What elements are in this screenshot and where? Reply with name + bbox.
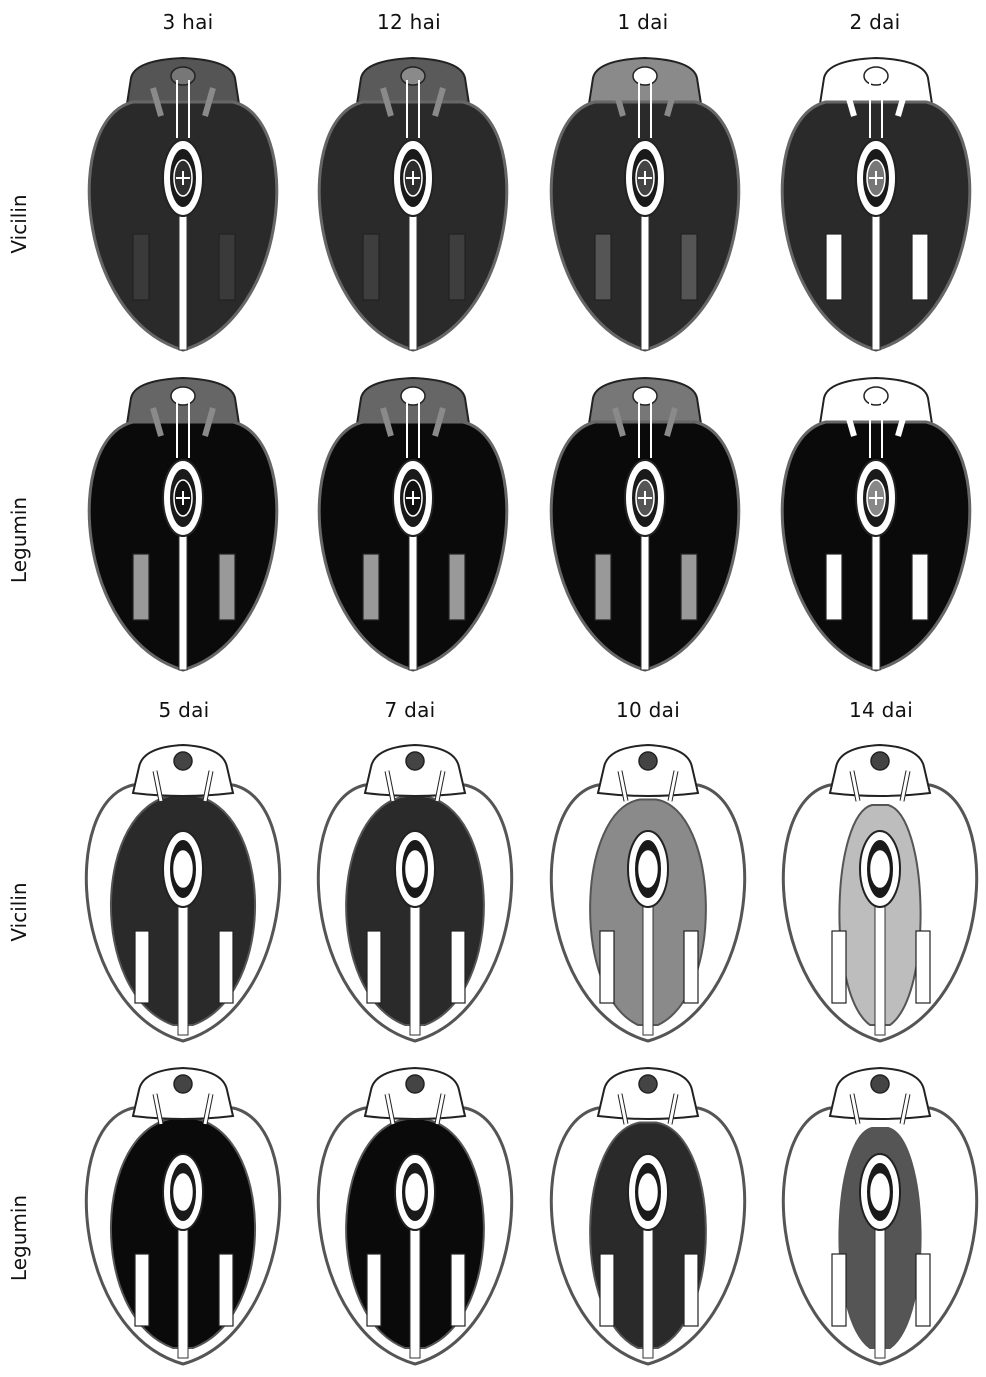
row-label-legumin-bottom: Legumin: [5, 1138, 33, 1338]
seed-cap-dot: [174, 1075, 192, 1093]
row-label-vicilin-top: Vicilin: [5, 124, 33, 324]
storage-strip-left: [135, 1254, 149, 1326]
seed-cap-dot: [401, 67, 425, 85]
seed-diagram-bottom-row2-col1: [75, 1068, 291, 1368]
column-label-10-dai: 10 dai: [568, 698, 728, 722]
storage-strip-left: [363, 554, 379, 620]
storage-strip-left: [826, 234, 842, 300]
seed-cap-dot: [871, 752, 889, 770]
row-label-vicilin-bottom: Vicilin: [5, 812, 33, 1012]
seed-diagram-top-row1-col3: [537, 58, 753, 358]
storage-strip-left: [826, 554, 842, 620]
storage-strip-left: [133, 234, 149, 300]
seed-cap-dot: [864, 387, 888, 405]
storage-strip-left: [832, 1254, 846, 1326]
storage-strip-left: [363, 234, 379, 300]
storage-strip-right: [219, 1254, 233, 1326]
seed-diagram-top-row1-col4: [768, 58, 984, 358]
seed-cap-dot: [639, 752, 657, 770]
seed-diagram-bottom-row2-col3: [540, 1068, 756, 1368]
storage-strip-right: [684, 1254, 698, 1326]
seed-diagram-bottom-row1-col4: [772, 745, 986, 1045]
column-label-2-dai: 2 dai: [795, 10, 955, 34]
storage-strip-right: [912, 234, 928, 300]
seed-diagram-bottom-row2-col4: [772, 1068, 986, 1368]
storage-strip-right: [449, 554, 465, 620]
seed-diagram-bottom-row1-col1: [75, 745, 291, 1045]
seed-cap-dot: [401, 387, 425, 405]
column-label-12-hai: 12 hai: [329, 10, 489, 34]
storage-strip-right: [916, 931, 930, 1003]
seed-diagram-top-row2-col4: [768, 378, 984, 678]
storage-strip-right: [451, 1254, 465, 1326]
seed-diagram-top-row1-col1: [75, 58, 291, 358]
column-label-5-dai: 5 dai: [104, 698, 264, 722]
storage-strip-left: [595, 234, 611, 300]
storage-strip-left: [600, 931, 614, 1003]
seed-cap-dot: [171, 387, 195, 405]
seed-diagram-top-row2-col3: [537, 378, 753, 678]
storage-strip-left: [135, 931, 149, 1003]
seed-diagram-top-row1-col2: [305, 58, 521, 358]
storage-strip-right: [219, 554, 235, 620]
column-label-7-dai: 7 dai: [330, 698, 490, 722]
seed-cap-dot: [406, 1075, 424, 1093]
storage-strip-right: [681, 234, 697, 300]
seed-cap-dot: [639, 1075, 657, 1093]
column-label-3-hai: 3 hai: [108, 10, 268, 34]
seed-cap-dot: [864, 67, 888, 85]
storage-strip-left: [133, 554, 149, 620]
seed-cap-dot: [633, 67, 657, 85]
seed-diagram-bottom-row1-col3: [540, 745, 756, 1045]
storage-strip-right: [916, 1254, 930, 1326]
storage-strip-right: [912, 554, 928, 620]
storage-strip-right: [219, 931, 233, 1003]
seed-diagram-top-row2-col2: [305, 378, 521, 678]
storage-strip-left: [367, 1254, 381, 1326]
seed-diagram-top-row2-col1: [75, 378, 291, 678]
seed-cap-dot: [406, 752, 424, 770]
seed-cap-dot: [633, 387, 657, 405]
storage-strip-left: [832, 931, 846, 1003]
row-label-legumin-top: Legumin: [5, 440, 33, 640]
storage-strip-right: [451, 931, 465, 1003]
storage-strip-left: [595, 554, 611, 620]
storage-strip-left: [367, 931, 381, 1003]
seed-diagram-bottom-row1-col2: [307, 745, 523, 1045]
storage-strip-right: [449, 234, 465, 300]
seed-diagram-bottom-row2-col2: [307, 1068, 523, 1368]
seed-cap-dot: [871, 1075, 889, 1093]
storage-strip-right: [684, 931, 698, 1003]
column-label-1-dai: 1 dai: [563, 10, 723, 34]
seed-cap-dot: [174, 752, 192, 770]
storage-strip-right: [219, 234, 235, 300]
storage-strip-left: [600, 1254, 614, 1326]
column-label-14-dai: 14 dai: [801, 698, 961, 722]
seed-cap-dot: [171, 67, 195, 85]
storage-strip-right: [681, 554, 697, 620]
